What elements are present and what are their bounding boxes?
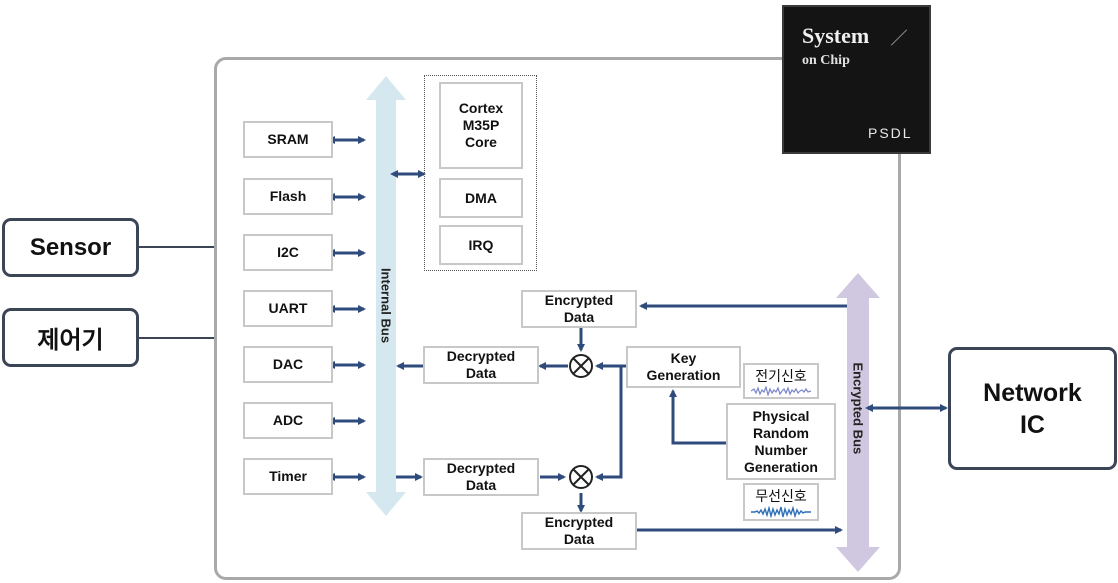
soc-diagonal-line [890, 29, 908, 46]
encrypted-bus-label: Encrypted Bus [850, 362, 866, 455]
internal-bus-label: Internal Bus [378, 267, 394, 344]
adc-block: ADC [243, 402, 333, 439]
psdl-logo: PSDL [868, 125, 913, 141]
cortex-core-block: Cortex M35P Core [439, 82, 523, 169]
xor-symbol-bottom [569, 465, 593, 489]
dma-block: DMA [439, 178, 523, 218]
electric-waveform-icon [751, 386, 811, 396]
flash-block: Flash [243, 178, 333, 215]
sensor-box: Sensor [2, 218, 139, 277]
system-on-chip-badge: System on Chip PSDL [782, 5, 931, 154]
irq-block: IRQ [439, 225, 523, 265]
i2c-block: I2C [243, 234, 333, 271]
uart-block: UART [243, 290, 333, 327]
dac-block: DAC [243, 346, 333, 383]
controller-box: 제어기 [2, 308, 139, 367]
soc-subtitle: on Chip [802, 53, 850, 68]
soc-frame [214, 57, 901, 580]
cpu-group [424, 75, 537, 271]
encrypted-data-top: Encrypted Data [521, 290, 637, 328]
internal-bus-arrow [366, 76, 406, 516]
prng-block: Physical Random Number Generation [726, 403, 836, 480]
wireless-signal-box: 무선신호 [743, 483, 819, 521]
wireless-waveform-icon [751, 506, 811, 518]
encrypted-bus-arrow [836, 273, 880, 572]
decrypted-data-top: Decrypted Data [423, 346, 539, 384]
key-generation-block: Key Generation [626, 346, 741, 388]
sram-block: SRAM [243, 121, 333, 158]
decrypted-data-bottom: Decrypted Data [423, 458, 539, 496]
electric-signal-label: 전기신호 [755, 368, 807, 384]
network-ic-box: Network IC [948, 347, 1117, 470]
xor-symbol-top [569, 354, 593, 378]
soc-title: System [802, 23, 870, 48]
electric-signal-box: 전기신호 [743, 363, 819, 399]
encrypted-data-bottom: Encrypted Data [521, 512, 637, 550]
timer-block: Timer [243, 458, 333, 495]
wireless-signal-label: 무선신호 [755, 488, 807, 504]
